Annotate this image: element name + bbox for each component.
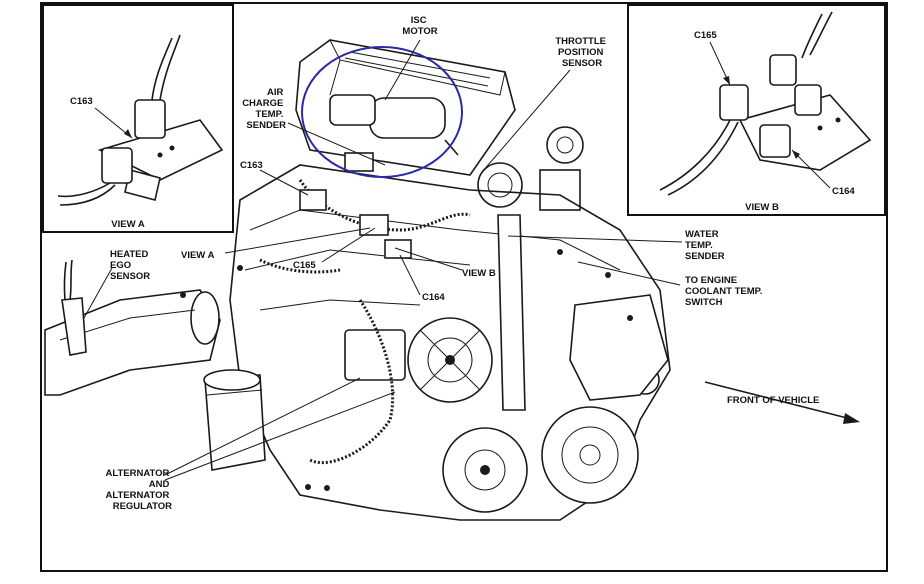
inset-b-connector-c164 bbox=[759, 124, 791, 158]
label-water-temp-sender: WATER TEMP. SENDER bbox=[685, 229, 725, 262]
ego-sensor bbox=[61, 297, 87, 356]
label-alternator-regulator: ALTERNATOR AND ALTERNATOR REGULATOR bbox=[106, 468, 173, 512]
label-c165: C165 bbox=[293, 260, 316, 271]
inset-b-frame bbox=[627, 4, 886, 216]
upper-hose bbox=[497, 214, 526, 411]
throttle-body bbox=[477, 162, 523, 208]
label-engine-coolant-temp-switch: TO ENGINE COOLANT TEMP. SWITCH bbox=[685, 275, 765, 308]
label-isc-motor: ISC MOTOR bbox=[402, 15, 437, 37]
water-pump-pulley bbox=[541, 406, 639, 504]
c165-connector bbox=[359, 214, 389, 236]
front-of-vehicle-arrow bbox=[704, 381, 856, 421]
inset-view-a: C163 VIEW A bbox=[42, 4, 234, 233]
leader-view-b bbox=[394, 247, 463, 271]
leader-isc-motor bbox=[384, 39, 421, 101]
alternator-regulator bbox=[344, 329, 406, 381]
c163-connector bbox=[299, 189, 327, 211]
inset-b-connector-c165 bbox=[719, 84, 749, 121]
inset-a-connector-upper bbox=[134, 99, 166, 139]
leader-water-temp bbox=[507, 235, 683, 243]
label-view-a: VIEW A bbox=[181, 250, 215, 261]
leader-coolant-switch bbox=[577, 261, 681, 286]
egr-valve bbox=[546, 126, 584, 164]
isc-highlight-circle bbox=[301, 46, 463, 178]
label-heated-ego-sensor: HEATED EGO SENSOR bbox=[110, 249, 151, 282]
inset-b-title: VIEW B bbox=[745, 202, 779, 213]
inset-view-b: C165 C164 VIEW B bbox=[627, 4, 886, 216]
timing-cover bbox=[569, 294, 669, 401]
label-c164: C164 bbox=[422, 292, 445, 303]
label-throttle-position-sensor: THROTTLE POSITION SENSOR bbox=[555, 36, 608, 69]
isc-motor-body bbox=[369, 97, 446, 139]
label-view-b: VIEW B bbox=[462, 268, 496, 279]
inset-a-c163-label: C163 bbox=[70, 96, 93, 107]
leader-c164 bbox=[399, 254, 421, 296]
leader-c163 bbox=[259, 169, 309, 196]
inset-b-c164-label: C164 bbox=[832, 186, 855, 197]
leader-throttle-position bbox=[481, 69, 571, 173]
inset-a-connector-lower bbox=[101, 147, 133, 184]
leader-air-charge-temp bbox=[287, 122, 386, 166]
leader-view-a bbox=[224, 227, 371, 254]
inset-a-title: VIEW A bbox=[111, 219, 145, 230]
leader-ego-sensor bbox=[83, 267, 113, 319]
leader-alternator-1 bbox=[164, 377, 361, 476]
leader-lines bbox=[83, 39, 860, 481]
exhaust-pipe bbox=[44, 289, 221, 396]
callout-labels: ISC MOTOR THROTTLE POSITION SENSOR AIR C… bbox=[106, 15, 820, 512]
outer-frame bbox=[40, 2, 888, 572]
label-air-charge-temp-sender: AIR CHARGE TEMP. SENDER bbox=[242, 87, 286, 131]
engine-illustration bbox=[44, 39, 671, 521]
leader-c165 bbox=[321, 227, 376, 263]
label-c163: C163 bbox=[240, 160, 263, 171]
inset-b-c165-label: C165 bbox=[694, 30, 717, 41]
label-front-of-vehicle: FRONT OF VEHICLE bbox=[727, 395, 819, 406]
leader-alternator-2 bbox=[164, 391, 396, 481]
